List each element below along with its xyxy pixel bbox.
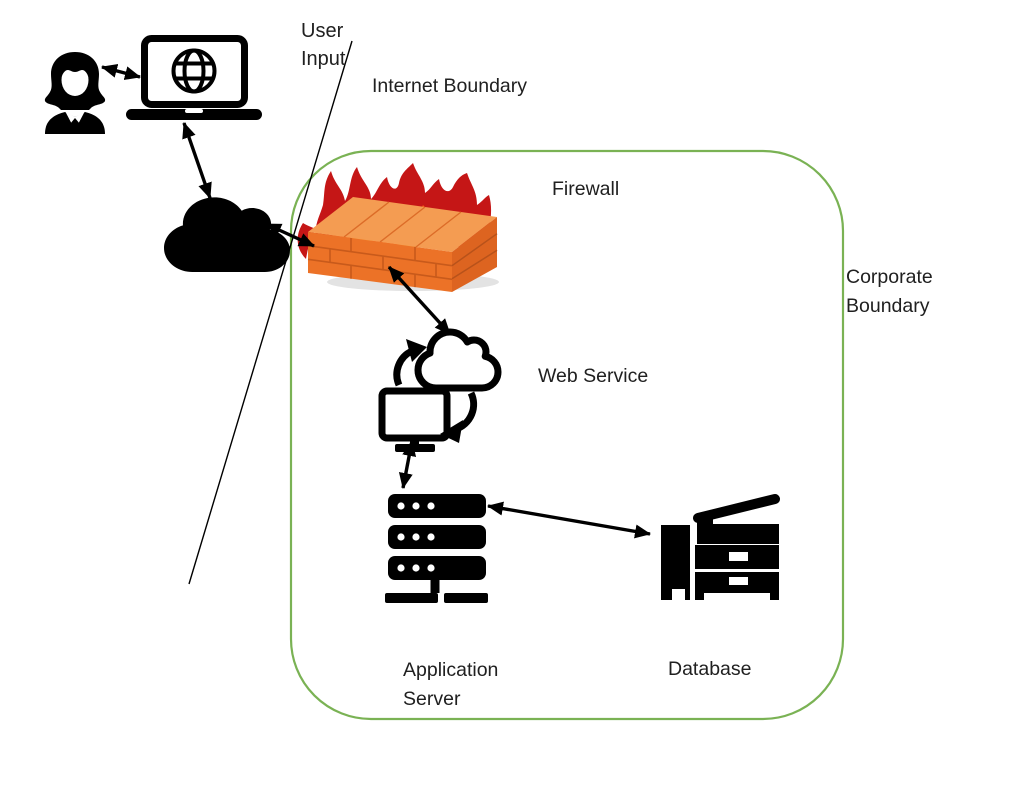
multifunction-printer-icon <box>661 494 780 600</box>
firewall-label: Firewall <box>552 178 620 200</box>
printer-base-bar <box>695 589 779 593</box>
printer-leg-left <box>695 589 704 600</box>
internet-boundary-label: Internet Boundary <box>372 75 528 97</box>
sync-arrow-down-head <box>440 420 463 443</box>
laptop-base-notch <box>185 109 203 113</box>
server-rack-icon <box>385 494 488 603</box>
user-face <box>61 64 89 96</box>
database-label: Database <box>668 658 752 680</box>
web-service-label: Web Service <box>538 365 649 387</box>
web-service-cloud <box>414 328 502 392</box>
flow-web-service-app-server <box>398 440 417 489</box>
corporate-boundary-label: Corporate Boundary <box>846 263 933 321</box>
laptop-globe-icon <box>126 35 262 120</box>
server-leds <box>397 502 435 572</box>
user-input-line-1: User <box>301 20 344 42</box>
laptop-base <box>126 109 262 120</box>
sync-arrow-up <box>393 347 414 387</box>
printer-drawer-2-slot <box>729 577 748 585</box>
printer-side-notch <box>672 589 685 600</box>
printer-drawer-1-slot <box>729 552 748 561</box>
server-units <box>388 494 486 580</box>
user-icon <box>44 52 106 134</box>
printer-side-panel <box>661 525 690 600</box>
flow-user-laptop <box>101 64 141 80</box>
flow-app-server-database <box>487 501 651 539</box>
server-base-left <box>385 593 438 603</box>
flow-firewall-web-service <box>387 265 452 336</box>
sync-arrow-up-head <box>406 339 427 362</box>
application-server-label: Application Server <box>403 656 498 714</box>
application-server-line-1: Application <box>403 659 499 681</box>
printer-lid-hinge <box>697 513 713 525</box>
user-tie <box>70 118 80 134</box>
wall-end-face <box>452 217 497 292</box>
cloud-shape <box>164 197 290 272</box>
wall-top-seams <box>343 201 462 248</box>
laptop-screen <box>141 35 248 108</box>
internet-boundary-line <box>188 40 353 585</box>
user-input-label: User Input <box>301 17 345 73</box>
printer-leg-right <box>770 589 779 600</box>
flow-laptop-internet-cloud <box>182 122 212 199</box>
user-bangs <box>61 61 89 78</box>
wall-end-seams <box>451 233 498 280</box>
application-server-line-2: Server <box>403 688 461 710</box>
user-input-line-2: Input <box>301 48 346 70</box>
server-stand <box>430 580 440 593</box>
globe-icon <box>171 48 217 94</box>
printer-body-top <box>697 524 779 544</box>
flow-internet-cloud-firewall <box>265 222 315 248</box>
corporate-boundary-box <box>289 149 845 721</box>
corporate-boundary-line-2: Boundary <box>846 295 930 317</box>
cloud-sync-monitor-icon <box>378 328 502 452</box>
cloud-icon <box>164 197 290 272</box>
server-base-right <box>444 593 488 603</box>
corporate-boundary-line-1: Corporate <box>846 266 933 288</box>
